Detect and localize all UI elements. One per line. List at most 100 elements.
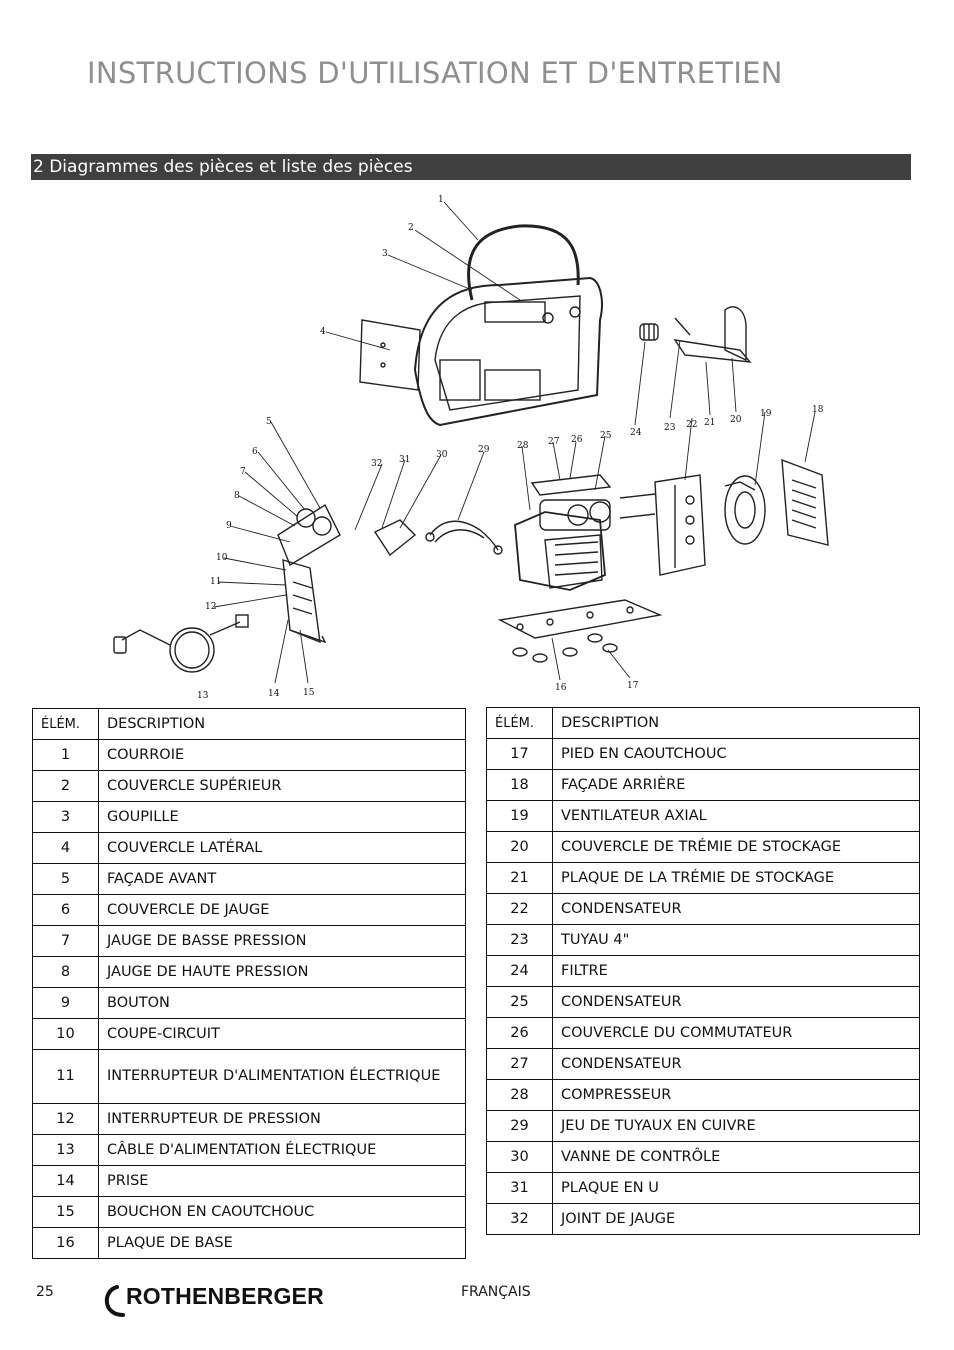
- rubber-foot-part: [512, 633, 618, 663]
- item-description: TUYAU 4": [552, 924, 920, 956]
- callout-label: 6: [252, 447, 258, 457]
- callout-label: 26: [571, 435, 583, 445]
- item-number: 25: [486, 986, 553, 1018]
- callout-label: 1: [438, 195, 444, 205]
- strap-part: [467, 224, 580, 301]
- item-description: COUVERCLE SUPÉRIEUR: [98, 770, 466, 802]
- base-plate-part: [497, 599, 663, 639]
- item-description: JOINT DE JAUGE: [552, 1203, 920, 1235]
- language-label: FRANÇAIS: [461, 1284, 531, 1300]
- callout-label: 27: [548, 437, 560, 447]
- column-header-description: DESCRIPTION: [98, 708, 466, 740]
- front-panel-part: [277, 503, 341, 644]
- compressor-part: [514, 499, 611, 591]
- callout-label: 7: [240, 467, 246, 477]
- brand-logo: ROTHENBERGER: [103, 1283, 343, 1319]
- item-description: COURROIE: [98, 739, 466, 771]
- callout-label: 16: [555, 683, 567, 693]
- item-description: JAUGE DE BASSE PRESSION: [98, 925, 466, 957]
- item-description: INTERRUPTEUR D'ALIMENTATION ÉLECTRIQUE: [98, 1049, 466, 1104]
- item-number: 17: [486, 738, 553, 770]
- section-title: 2 Diagrammes des pièces et liste des piè…: [31, 154, 911, 180]
- item-number: 26: [486, 1017, 553, 1049]
- item-number: 24: [486, 955, 553, 987]
- callout-label: 2: [408, 223, 414, 233]
- item-description: JAUGE DE HAUTE PRESSION: [98, 956, 466, 988]
- item-number: 16: [32, 1227, 99, 1259]
- callout-label: 15: [303, 688, 315, 698]
- item-description: PRISE: [98, 1165, 466, 1197]
- item-number: 1: [32, 739, 99, 771]
- item-description: COUVERCLE DE TRÉMIE DE STOCKAGE: [552, 831, 920, 863]
- item-description: COUVERCLE LATÉRAL: [98, 832, 466, 864]
- top-cover-part: [413, 276, 603, 427]
- filter-part: [639, 323, 659, 341]
- item-description: CONDENSATEUR: [552, 1048, 920, 1080]
- item-description: CONDENSATEUR: [552, 893, 920, 925]
- callout-label: 31: [399, 455, 410, 465]
- item-number: 8: [32, 956, 99, 988]
- item-number: 7: [32, 925, 99, 957]
- brand-swoosh-icon: [104, 1285, 125, 1317]
- callout-label: 10: [216, 553, 228, 563]
- copper-pipe-set-part: [425, 520, 503, 555]
- item-number: 12: [32, 1103, 99, 1135]
- axial-fan-part: [724, 475, 766, 545]
- item-description: FAÇADE AVANT: [98, 863, 466, 895]
- callout-label: 17: [627, 681, 639, 691]
- item-description: VENTILATEUR AXIAL: [552, 800, 920, 832]
- item-description: JEU DE TUYAUX EN CUIVRE: [552, 1110, 920, 1142]
- callout-label: 21: [704, 418, 715, 428]
- item-number: 29: [486, 1110, 553, 1142]
- item-number: 31: [486, 1172, 553, 1204]
- item-description: GOUPILLE: [98, 801, 466, 833]
- page-title: INSTRUCTIONS D'UTILISATION ET D'ENTRETIE…: [87, 56, 783, 90]
- item-description: CONDENSATEUR: [552, 986, 920, 1018]
- item-number: 14: [32, 1165, 99, 1197]
- item-description: VANNE DE CONTRÔLE: [552, 1141, 920, 1173]
- callout-label: 20: [730, 415, 742, 425]
- callout-label: 3: [382, 249, 388, 259]
- item-number: 3: [32, 801, 99, 833]
- rear-panel-part: [781, 458, 829, 546]
- page-number: 25: [36, 1284, 54, 1300]
- item-number: 18: [486, 769, 553, 801]
- callout-label: 5: [266, 417, 272, 427]
- callout-label: 8: [234, 491, 240, 501]
- callout-label: 30: [436, 450, 448, 460]
- callout-label: 14: [268, 689, 280, 699]
- item-number: 21: [486, 862, 553, 894]
- item-number: 11: [32, 1049, 99, 1104]
- item-description: CÂBLE D'ALIMENTATION ÉLECTRIQUE: [98, 1134, 466, 1166]
- power-cable-part: [113, 614, 249, 673]
- callout-label: 4: [320, 327, 326, 337]
- item-description: PLAQUE EN U: [552, 1172, 920, 1204]
- callout-label: 25: [600, 431, 612, 441]
- item-number: 13: [32, 1134, 99, 1166]
- callout-label: 32: [371, 459, 382, 469]
- callout-label: 23: [664, 423, 676, 433]
